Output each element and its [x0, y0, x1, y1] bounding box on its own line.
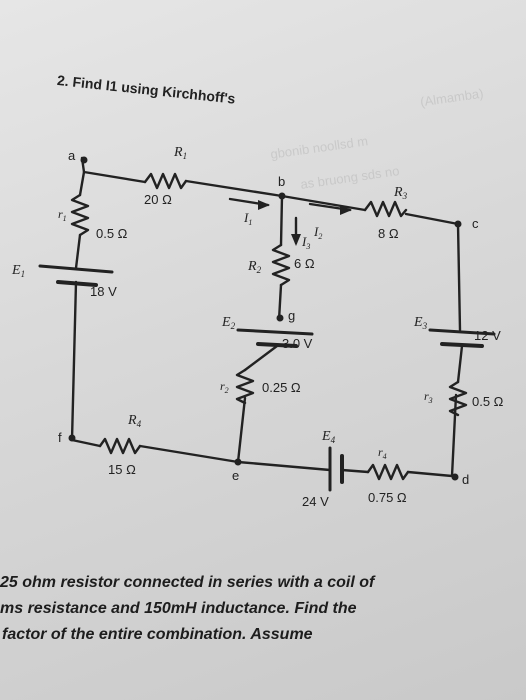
r2-value: 6 Ω [294, 256, 315, 271]
node-d-label: d [462, 472, 469, 487]
r4-internal-value: 0.75 Ω [368, 490, 407, 505]
wire-r3-c [404, 212, 462, 332]
r2-internal-value: 0.25 Ω [262, 380, 301, 395]
e1-name: E1 [11, 263, 25, 279]
resistor-r3-internal-symbol [448, 380, 468, 417]
resistor-r2-symbol [271, 243, 291, 287]
e4-name: E4 [321, 429, 336, 445]
node-c-label: c [472, 216, 479, 231]
r3-internal-value: 0.5 Ω [472, 394, 504, 409]
node-a-label: a [68, 148, 76, 163]
wire-r2int-e [236, 396, 247, 464]
next-problem-text: 25 ohm resistor connected in series with… [0, 570, 526, 648]
wire-a-r1 [80, 156, 147, 184]
r3-name: R3 [393, 185, 408, 201]
next-problem-line-2: ms resistance and 150mH inductance. Find… [0, 600, 357, 617]
resistor-r4-internal-symbol [366, 463, 410, 481]
r1-name: R1 [173, 145, 187, 161]
r2-name: R2 [247, 259, 262, 275]
r3-value: 8 Ω [378, 226, 399, 241]
wire-r1-b-r3 [184, 179, 367, 212]
arrow-i2-head [340, 205, 352, 215]
battery-e1-long-plate [38, 264, 114, 274]
wire-a-r1int [78, 170, 86, 197]
next-problem-line-1: 25 ohm resistor connected in series with… [0, 574, 375, 591]
node-e-label: e [232, 468, 239, 483]
battery-e2-long-plate [236, 328, 314, 336]
wire-r2-g [277, 283, 283, 322]
next-problem-line-3: factor of the entire combination. Assume [2, 626, 313, 643]
arrow-i3-head [291, 234, 301, 246]
resistor-r3-symbol [363, 200, 408, 218]
r1-internal-name: r1 [58, 207, 67, 223]
wire-r4int-d [406, 393, 458, 478]
node-d-dot [451, 473, 459, 481]
node-c-dot [454, 220, 462, 228]
r4-value: 15 Ω [108, 462, 136, 477]
resistor-r1-internal-symbol [70, 193, 90, 237]
wire-e3-r3int [456, 344, 464, 384]
r4-name: R4 [127, 413, 142, 429]
resistor-r1-symbol [143, 172, 188, 190]
e3-emf: 12 V [474, 328, 501, 343]
wire-r4-e [138, 444, 332, 472]
e1-emf: 18 V [90, 284, 117, 299]
node-a-dot [80, 156, 88, 164]
e3-name: E3 [413, 315, 428, 331]
node-b-dot [278, 192, 286, 200]
e2-name: E2 [221, 315, 236, 331]
r1-internal-value: 0.5 Ω [96, 226, 128, 241]
wire-e2-r2int [243, 344, 279, 372]
e2-emf: 3.0 V [282, 336, 313, 351]
node-f-label: f [58, 430, 62, 445]
wire-e4-r4int [340, 468, 370, 474]
node-b-label: b [278, 174, 285, 189]
arrow-i1-head [258, 200, 270, 210]
battery-e1-short-plate [56, 280, 98, 287]
wire-left-bottom [70, 280, 102, 448]
i1-label: I1 [243, 210, 252, 227]
node-g-label: g [288, 308, 295, 323]
r1-value: 20 Ω [144, 192, 172, 207]
r3-internal-name: r3 [424, 389, 433, 405]
r4-internal-name: r4 [378, 445, 387, 461]
i2-label: I2 [313, 224, 322, 241]
battery-e3-long-plate [428, 328, 496, 336]
node-f-dot [68, 434, 76, 442]
wire-left-mid [74, 233, 82, 270]
i3-label: I3 [301, 234, 310, 251]
e4-emf: 24 V [302, 494, 329, 509]
wire-b-r2 [279, 194, 284, 247]
resistor-r4-symbol [98, 437, 142, 455]
resistor-r2-internal-symbol [235, 368, 255, 405]
node-e-dot [234, 458, 242, 466]
node-g-dot [276, 314, 284, 322]
r2-internal-name: r2 [220, 379, 229, 395]
